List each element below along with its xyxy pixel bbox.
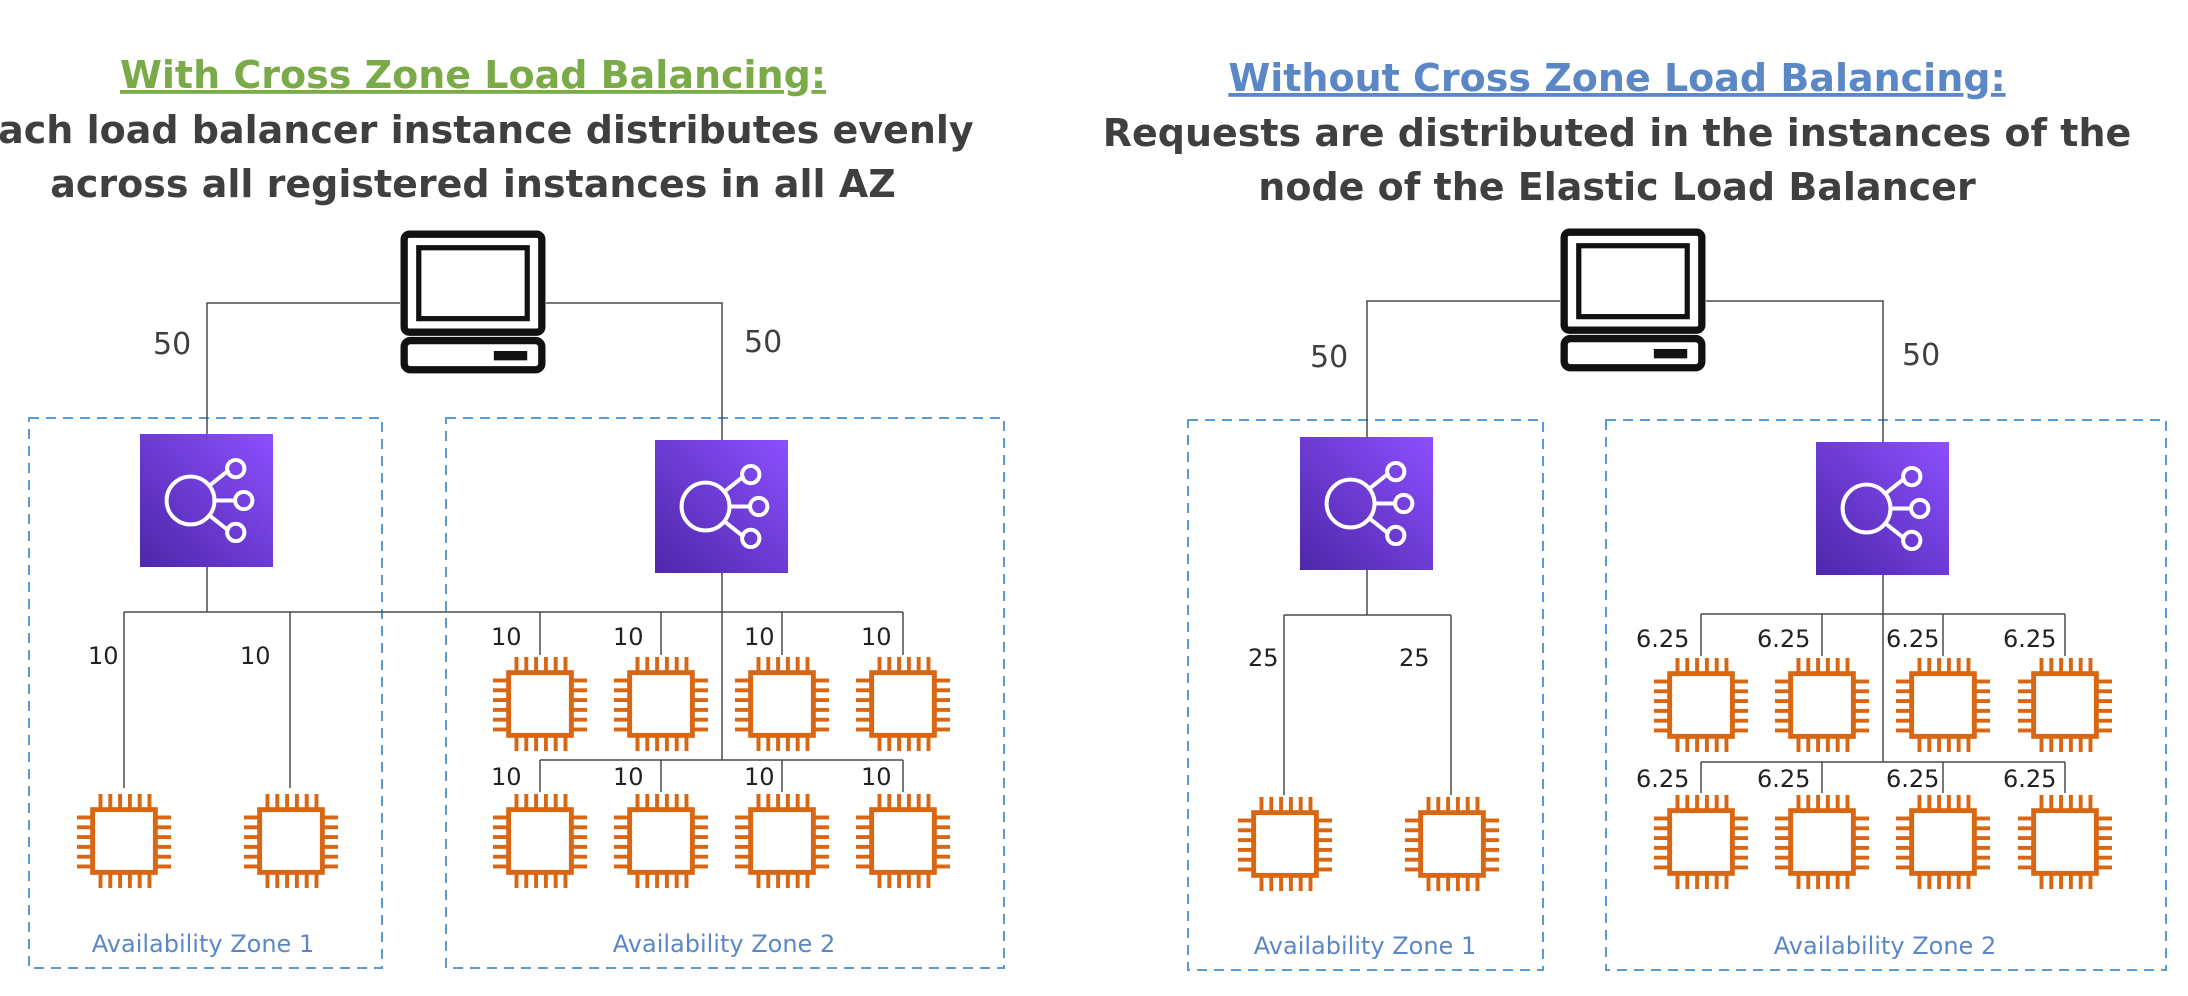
right-zone2-ec2-instance-icon: [1775, 658, 1869, 752]
left-zone1-instance2-share: 10: [240, 642, 271, 670]
right-zone2-row2-share: 6.25: [1757, 765, 1810, 793]
left-zone2-ec2-instance-icon: [493, 794, 587, 888]
right-zone2-label: Availability Zone 2: [1774, 932, 1996, 960]
right-zone1-ec2-instance-icon: [1238, 797, 1332, 891]
left-zone1-instance1-share: 10: [88, 642, 119, 670]
left-client-to-lb2-share: 50: [744, 325, 782, 360]
left-zone2-label: Availability Zone 2: [613, 930, 835, 958]
right-subtitle-line2: node of the Elastic Load Balancer: [1258, 165, 1976, 209]
right-zone2-ec2-instance-icon: [1896, 795, 1990, 889]
left-zone2-load-balancer-icon: [655, 440, 788, 573]
left-zone2-row1-share: 10: [491, 623, 522, 651]
right-zone1-instance2-share: 25: [1399, 644, 1430, 672]
left-zone2-ec2-instance-icon: [614, 794, 708, 888]
left-zone1-label: Availability Zone 1: [92, 930, 314, 958]
left-zone2-row2-share: 10: [613, 763, 644, 791]
left-zone1-ec2-instance-icon: [244, 794, 338, 888]
right-zone2-row2-share: 6.25: [2003, 765, 2056, 793]
right-zone1-load-balancer-icon: [1300, 437, 1433, 570]
left-zone2-row1-share: 10: [613, 623, 644, 651]
left-client-to-lb1-share: 50: [153, 327, 191, 362]
right-zone1-label: Availability Zone 1: [1254, 932, 1476, 960]
right-zone2-row2-share: 6.25: [1636, 765, 1689, 793]
right-connectors: [1283, 300, 2066, 795]
right-client-to-lb2-share: 50: [1902, 338, 1940, 373]
right-zone2-ec2-instance-icon: [1775, 795, 1869, 889]
right-client-computer-icon: [1564, 232, 1702, 368]
left-zone1-ec2-instance-icon: [77, 794, 171, 888]
left-subtitle-line2: across all registered instances in all A…: [50, 162, 896, 206]
right-panel: Without Cross Zone Load Balancing: Reque…: [1103, 56, 2167, 971]
right-zone2-row1-share: 6.25: [1636, 625, 1689, 653]
right-zone2-row1-share: 6.25: [1886, 625, 1939, 653]
left-title: With Cross Zone Load Balancing:: [120, 53, 826, 97]
right-zone2-row2-share: 6.25: [1886, 765, 1939, 793]
left-panel: With Cross Zone Load Balancing: each loa…: [0, 53, 1005, 969]
left-zone2-row2-share: 10: [491, 763, 522, 791]
left-zone2-row2-share: 10: [744, 763, 775, 791]
right-availability-zone-1: [1187, 419, 1544, 971]
left-zone2-ec2-instance-icon: [856, 657, 950, 751]
right-zone2-load-balancer-icon: [1816, 442, 1949, 575]
right-zone1-ec2-instance-icon: [1405, 797, 1499, 891]
left-zone2-ec2-instance-icon: [735, 794, 829, 888]
right-zone2-row1-share: 6.25: [2003, 625, 2056, 653]
left-zone2-row1-share: 10: [744, 623, 775, 651]
right-zone2-ec2-instance-icon: [2018, 658, 2112, 752]
left-zone2-ec2-instance-icon: [493, 657, 587, 751]
left-zone2-ec2-instance-icon: [614, 657, 708, 751]
right-zone1-instance1-share: 25: [1248, 644, 1279, 672]
left-zone2-ec2-instance-icon: [735, 657, 829, 751]
left-zone2-ec2-instance-icon: [856, 794, 950, 888]
left-availability-zone-2: [445, 417, 1005, 969]
left-zone2-row2-share: 10: [861, 763, 892, 791]
right-zone2-ec2-instance-icon: [1654, 658, 1748, 752]
right-subtitle-line1: Requests are distributed in the instance…: [1103, 111, 2132, 155]
left-client-computer-icon: [404, 234, 542, 370]
left-subtitle-line1: each load balancer instance distributes …: [0, 108, 974, 152]
left-availability-zone-1: [28, 417, 383, 969]
right-zone2-row1-share: 6.25: [1757, 625, 1810, 653]
right-client-to-lb1-share: 50: [1310, 340, 1348, 375]
right-title: Without Cross Zone Load Balancing:: [1228, 56, 2005, 100]
right-zone2-ec2-instance-icon: [2018, 795, 2112, 889]
left-zone1-load-balancer-icon: [140, 434, 273, 567]
right-availability-zone-2: [1605, 419, 2167, 971]
right-zone2-ec2-instance-icon: [1896, 658, 1990, 752]
right-zone2-ec2-instance-icon: [1654, 795, 1748, 889]
left-zone2-row1-share: 10: [861, 623, 892, 651]
left-connectors: [123, 302, 904, 792]
